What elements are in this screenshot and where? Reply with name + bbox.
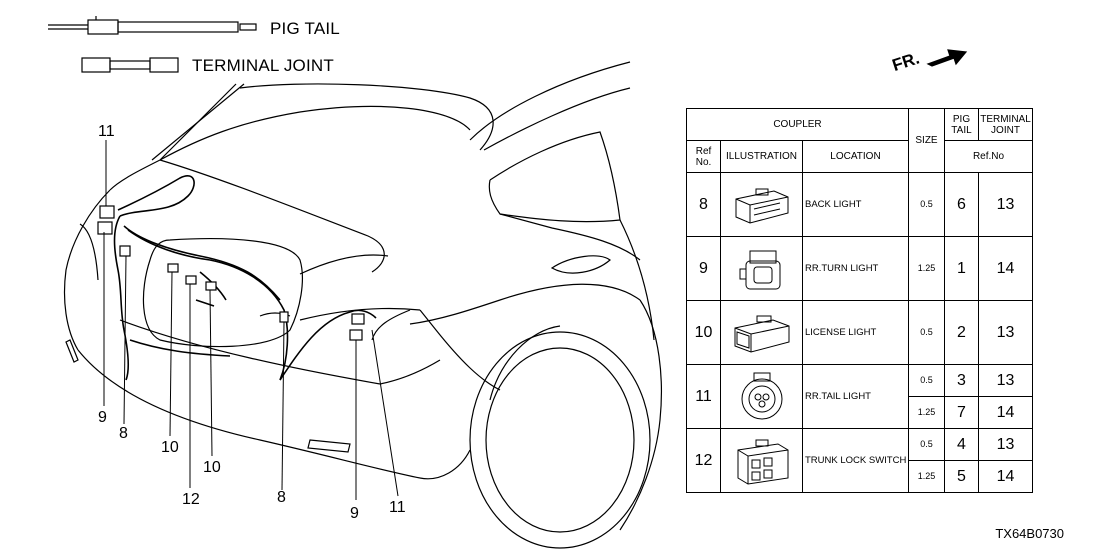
pig-tail-symbol	[48, 16, 257, 35]
diagram-code: TX64B0730	[995, 526, 1064, 541]
coupler-illustration	[720, 236, 803, 301]
coupler-illustration	[720, 364, 803, 429]
terminal-joint-cell: 14	[978, 396, 1033, 429]
pig-tail-cell: 5	[944, 460, 979, 493]
location-cell: RR.TAIL LIGHT	[802, 364, 909, 429]
rr-turn-light-coupler-icon	[739, 250, 780, 289]
terminal-joint-cell: 13	[978, 300, 1033, 365]
location-cell: LICENSE LIGHT	[802, 300, 909, 365]
callout-8: 8	[277, 489, 286, 506]
terminal-joint-cell: 13	[978, 364, 1033, 397]
connectors	[97, 205, 365, 341]
rr-tail-light-coupler-icon	[741, 372, 782, 419]
terminal-joint-cell: 13	[978, 172, 1033, 237]
size-header: SIZE	[908, 108, 945, 173]
location-cell: TRUNK LOCK SWITCH	[802, 428, 909, 493]
callout-12: 12	[182, 491, 200, 508]
ref-cell: 9	[686, 236, 721, 301]
terminal-joint-symbol	[81, 57, 179, 73]
size-cell: 1.25	[908, 236, 945, 301]
table-row: 8 BACK LIGHT 0.5 6 13	[686, 172, 1033, 237]
ref-cell: 12	[686, 428, 721, 493]
table-row: 12 TRUNK LOCK SWITCH 0.5 4 13	[686, 428, 1033, 493]
car-body	[63, 61, 662, 549]
table-row: 1.25 5 14	[687, 460, 1033, 493]
pig-tail-cell: 6	[944, 172, 979, 237]
coupler-illustration	[720, 428, 803, 493]
license-light-coupler-icon	[734, 315, 789, 353]
trunk-lock-switch-coupler-icon	[737, 439, 788, 485]
pig-tail-cell: 1	[944, 236, 979, 301]
terminal-joint-cell: 14	[978, 460, 1033, 493]
size-cell: 0.5	[908, 172, 945, 237]
table-row: 11 RR.TAIL LIGHT 0.5 3 13	[686, 364, 1033, 429]
location-cell: BACK LIGHT	[802, 172, 909, 237]
terminal-joint-cell: 13	[978, 428, 1033, 461]
size-cell: 1.25	[908, 396, 945, 429]
callout-9: 9	[98, 409, 107, 426]
pig-tail-cell: 4	[944, 428, 979, 461]
coupler-header: COUPLER	[686, 108, 909, 141]
size-cell: 0.5	[908, 428, 945, 461]
front-arrow-icon	[926, 49, 968, 67]
location-cell: RR.TURN LIGHT	[802, 236, 909, 301]
coupler-illustration	[720, 172, 803, 237]
ref-no-span-header: Ref.No	[944, 140, 1033, 173]
pig-tail-label: PIG TAIL	[270, 19, 340, 38]
size-cell: 0.5	[908, 364, 945, 397]
ref-cell: 8	[686, 172, 721, 237]
size-cell: 1.25	[908, 460, 945, 493]
size-cell: 0.5	[908, 300, 945, 365]
callout-11: 11	[389, 499, 406, 516]
table-row: 1.25 7 14	[687, 396, 1033, 429]
leader-lines	[103, 140, 399, 500]
pig-tail-cell: 3	[944, 364, 979, 397]
callout-10: 10	[161, 439, 179, 456]
callout-10: 10	[203, 459, 221, 476]
terminal-joint-cell: 14	[978, 236, 1033, 301]
back-light-coupler-icon	[735, 188, 788, 224]
terminal-joint-label: TERMINAL JOINT	[192, 56, 334, 75]
ref-cell: 11	[686, 364, 721, 429]
pig-tail-cell: 2	[944, 300, 979, 365]
wire-harness	[113, 175, 377, 381]
ref-cell: 10	[686, 300, 721, 365]
table-row: 9 RR.TURN LIGHT 1.25 1 14	[686, 236, 1033, 301]
callout-9: 9	[350, 505, 359, 522]
callout-11: 11	[98, 123, 115, 140]
table-row: 10 LICENSE LIGHT 0.5 2 13	[686, 300, 1033, 365]
location-header: LOCATION	[802, 140, 909, 173]
coupler-illustration	[720, 300, 803, 365]
pig-tail-cell: 7	[944, 396, 979, 429]
callout-8: 8	[119, 425, 128, 442]
illustration-header: ILLUSTRATION	[720, 140, 803, 173]
